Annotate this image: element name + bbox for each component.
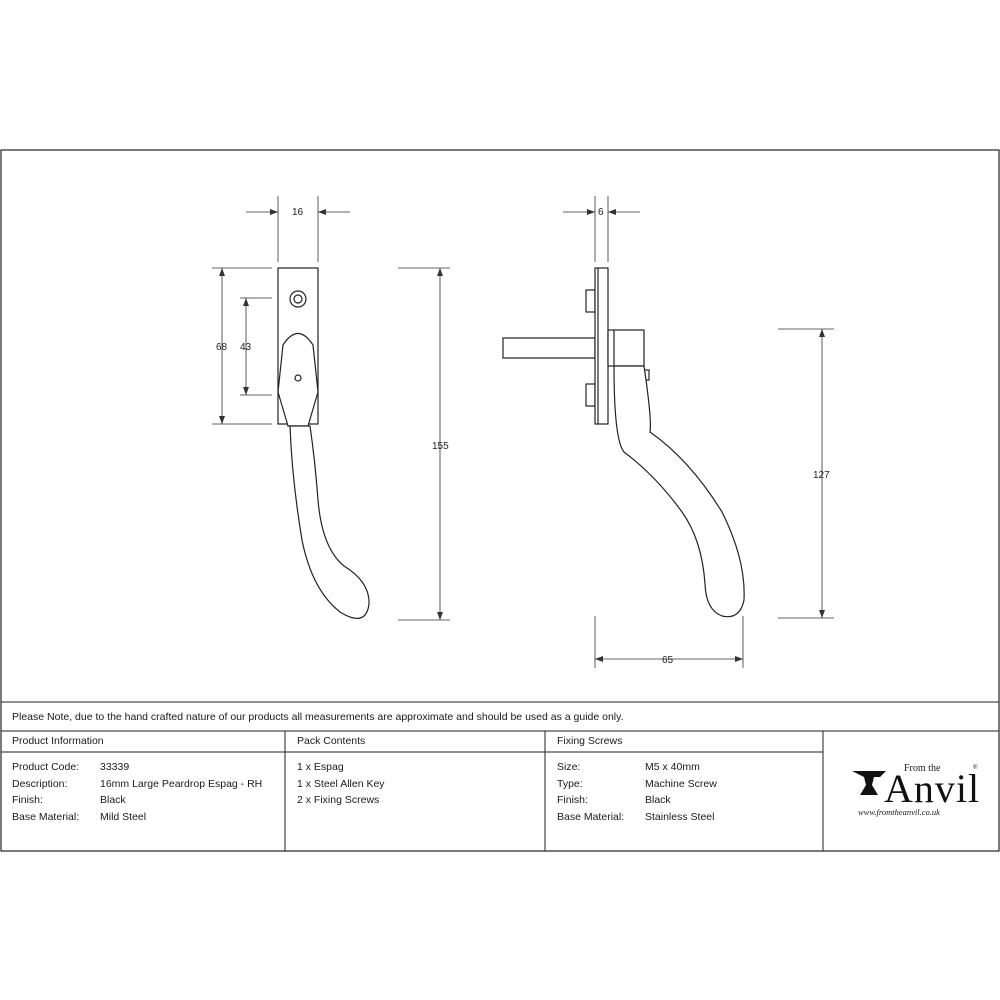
finish-label: Finish: <box>12 794 43 806</box>
dim-label-127: 127 <box>813 470 830 481</box>
pack-item: 2 x Fixing Screws <box>297 794 380 806</box>
description-label: Description: <box>12 778 68 790</box>
front-view <box>277 267 370 619</box>
screw-size-label: Size: <box>557 761 581 773</box>
screw-finish-value: Black <box>645 794 671 806</box>
dim-label-6: 6 <box>598 207 604 218</box>
description-value: 16mm Large Peardrop Espag - RH <box>100 778 263 790</box>
product-code-value: 33339 <box>100 761 130 773</box>
product-info-heading: Product Information <box>12 735 104 747</box>
screw-finish-label: Finish: <box>557 794 588 806</box>
logo-from-the: From the <box>904 763 941 774</box>
pack-item: 1 x Espag <box>297 761 344 773</box>
screw-type-value: Machine Screw <box>645 778 717 790</box>
dim-label-68: 68 <box>216 342 228 353</box>
anvil-logo: From the Anvil ® www.fromtheanvil.co.uk <box>826 753 998 849</box>
base-material-value: Mild Steel <box>100 811 147 823</box>
finish-value: Black <box>100 794 126 806</box>
logo-registered: ® <box>973 765 978 771</box>
disclaimer-note: Please Note, due to the hand crafted nat… <box>12 711 624 723</box>
anvil-icon <box>852 771 886 795</box>
screw-material-label: Base Material: <box>557 811 625 823</box>
side-view <box>502 267 745 618</box>
pack-item: 1 x Steel Allen Key <box>297 778 385 790</box>
dim-label-65: 65 <box>662 655 674 666</box>
screw-size-value: M5 x 40mm <box>645 761 700 773</box>
screw-material-value: Stainless Steel <box>645 811 715 823</box>
product-code-label: Product Code: <box>12 761 80 773</box>
base-material-label: Base Material: <box>12 811 80 823</box>
pack-contents-heading: Pack Contents <box>297 735 366 747</box>
screw-type-label: Type: <box>557 778 583 790</box>
dim-label-43: 43 <box>240 342 252 353</box>
fixing-screws-heading: Fixing Screws <box>557 735 623 747</box>
dim-label-16: 16 <box>292 207 304 218</box>
logo-name: Anvil <box>884 766 981 811</box>
logo-url: www.fromtheanvil.co.uk <box>858 807 940 817</box>
dim-label-155: 155 <box>432 441 449 452</box>
